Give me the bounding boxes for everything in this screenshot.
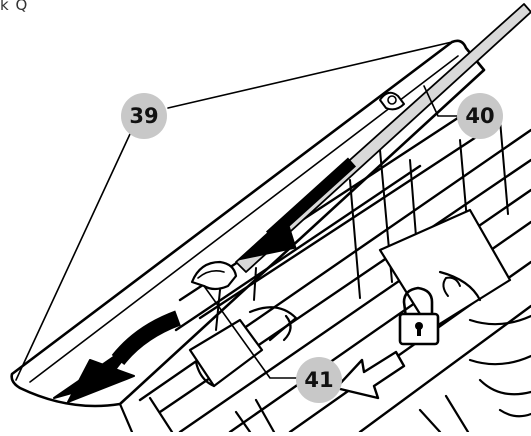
- padlock-icon: [398, 286, 440, 346]
- cover-plate-inner-edge: [29, 55, 459, 383]
- corner-text: k Q: [0, 0, 29, 14]
- cover-plate: [10, 39, 486, 408]
- push-arrow: [237, 157, 357, 261]
- latch-hook: [190, 260, 238, 291]
- insertion-slot: [379, 91, 405, 111]
- rotate-arrow: [53, 310, 181, 403]
- callout-39: 39: [121, 93, 167, 139]
- callout-41: 41: [296, 357, 342, 403]
- leader-lines: [15, 41, 459, 381]
- callout-40: 40: [457, 93, 503, 139]
- outline-arrow-icon: [334, 350, 406, 400]
- housing-lower-parts: [118, 208, 531, 434]
